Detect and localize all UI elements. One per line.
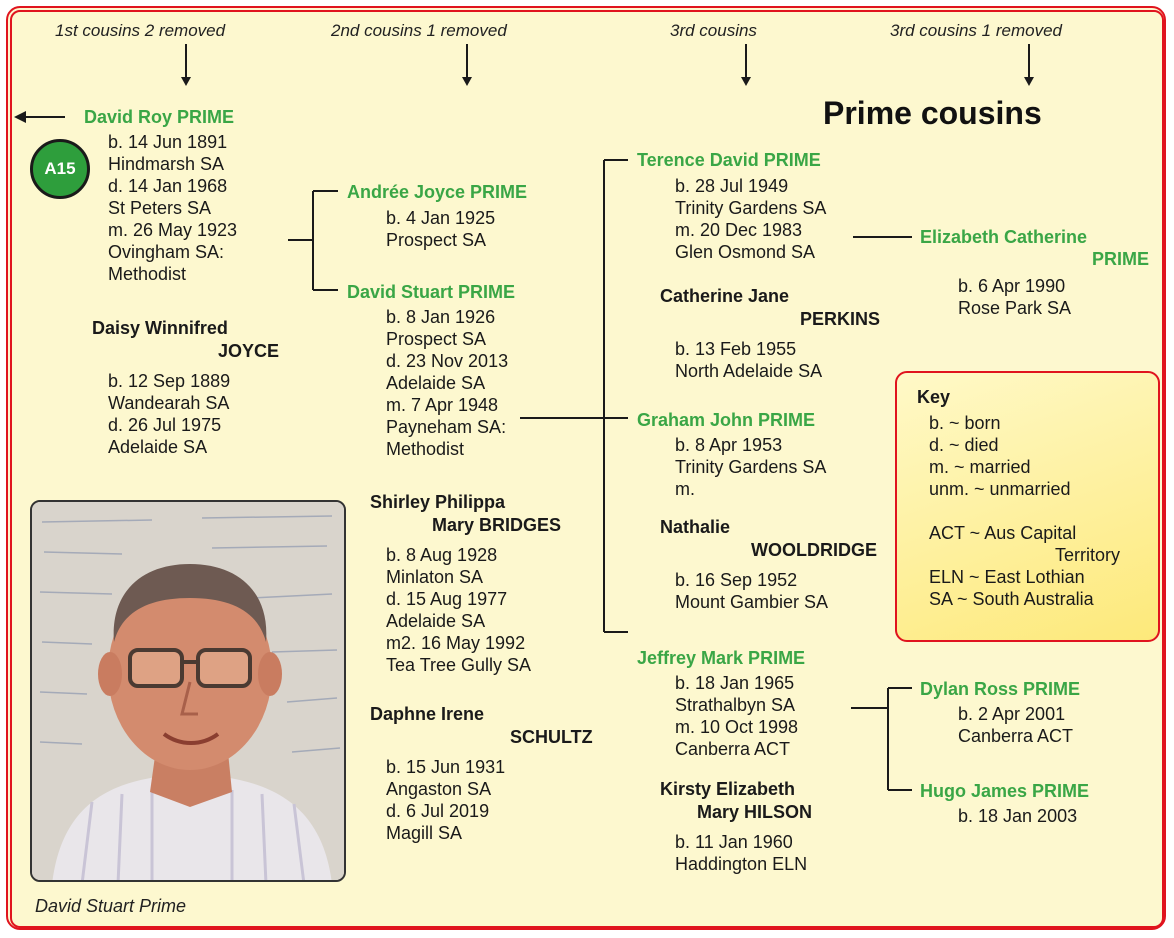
spouse-surname-kirsty: Mary HILSON xyxy=(697,802,813,822)
person-details-graham: b. 8 Apr 1953 Trinity Gardens SA m. xyxy=(675,435,827,499)
spouse-surname-shirley: Mary BRIDGES xyxy=(432,515,562,535)
person-details-david-stuart: b. 8 Jan 1926 Prospect SA d. 23 Nov 2013… xyxy=(386,307,509,459)
gen-heading-1: 1st cousins 2 removed xyxy=(55,21,226,40)
person-details-elizabeth: b. 6 Apr 1990 Rose Park SA xyxy=(958,276,1072,318)
person-details-jeffrey: b. 18 Jan 1965 Strathalbyn SA m. 10 Oct … xyxy=(675,673,799,759)
spouse-surname-nathalie: WOOLDRIDGE xyxy=(751,540,877,560)
person-details-andree: b. 4 Jan 1925 Prospect SA xyxy=(386,208,496,250)
gen-arrowhead-1 xyxy=(181,77,191,86)
person-name-andree: Andrée Joyce PRIME xyxy=(347,182,528,202)
back-arrowhead xyxy=(14,111,26,123)
person-details-dylan: b. 2 Apr 2001 Canberra ACT xyxy=(958,704,1074,746)
spouse-details-daphne: b. 15 Jun 1931 Angaston SA d. 6 Jul 2019… xyxy=(386,757,506,843)
key-line: ELN ~ East Lothian xyxy=(929,567,1085,587)
key-line: m. ~ married xyxy=(929,457,1031,477)
spouse-details-shirley: b. 8 Aug 1928 Minlaton SA d. 15 Aug 1977… xyxy=(386,545,532,675)
reference-badge: A15 xyxy=(30,139,90,199)
person-details-david-roy: b. 14 Jun 1891 Hindmarsh SA d. 14 Jan 19… xyxy=(108,132,238,284)
spouse-surname-daisy: JOYCE xyxy=(218,341,280,361)
person-name-jeffrey: Jeffrey Mark PRIME xyxy=(637,648,806,668)
spouse-name-daphne: Daphne Irene xyxy=(370,704,485,724)
person-name-david-stuart: David Stuart PRIME xyxy=(347,282,516,302)
key-line: Territory xyxy=(1055,545,1121,565)
spouse-name-nathalie: Nathalie xyxy=(660,517,731,537)
person-details-terence: b. 28 Jul 1949 Trinity Gardens SA m. 20 … xyxy=(675,176,827,262)
person-name-hugo: Hugo James PRIME xyxy=(920,781,1090,801)
person-name-terence: Terence David PRIME xyxy=(637,150,821,170)
person-name-graham: Graham John PRIME xyxy=(637,410,816,430)
key-box: Key b. ~ born d. ~ died m. ~ married unm… xyxy=(895,371,1160,642)
person-details-hugo: b. 18 Jan 2003 xyxy=(958,806,1078,826)
gen-arrowhead-3 xyxy=(741,77,751,86)
person-surname-elizabeth: PRIME xyxy=(1092,249,1150,269)
person-name-david-roy: David Roy PRIME xyxy=(84,107,235,127)
spouse-details-catherine: b. 13 Feb 1955 North Adelaide SA xyxy=(675,339,823,381)
person-name-elizabeth: Elizabeth Catherine xyxy=(920,227,1088,247)
chart-title: Prime cousins xyxy=(823,95,1042,131)
spouse-details-kirsty: b. 11 Jan 1960 Haddington ELN xyxy=(675,832,808,874)
spouse-details-nathalie: b. 16 Sep 1952 Mount Gambier SA xyxy=(675,570,829,612)
person-name-dylan: Dylan Ross PRIME xyxy=(920,679,1081,699)
key-line: SA ~ South Australia xyxy=(929,589,1094,609)
spouse-surname-daphne: SCHULTZ xyxy=(510,727,593,747)
spouse-name-kirsty: Kirsty Elizabeth xyxy=(660,779,796,799)
key-line: d. ~ died xyxy=(929,435,999,455)
spouse-name-shirley: Shirley Philippa xyxy=(370,492,506,512)
spouse-surname-catherine: PERKINS xyxy=(800,309,881,329)
key-line: ACT ~ Aus Capital xyxy=(929,523,1077,543)
gen-heading-4: 3rd cousins 1 removed xyxy=(890,21,1062,40)
spouse-name-catherine: Catherine Jane xyxy=(660,286,790,306)
spouse-details-daisy: b. 12 Sep 1889 Wandearah SA d. 26 Jul 19… xyxy=(108,371,231,457)
gen-heading-2: 2nd cousins 1 removed xyxy=(331,21,507,40)
key-line: unm. ~ unmarried xyxy=(929,479,1071,499)
key-line: b. ~ born xyxy=(929,413,1001,433)
photo-caption: David Stuart Prime xyxy=(35,896,187,916)
gen-arrowhead-2 xyxy=(462,77,472,86)
gen-heading-3: 3rd cousins xyxy=(670,21,757,40)
gen-arrowhead-4 xyxy=(1024,77,1034,86)
key-title: Key xyxy=(917,387,951,407)
portrait-photo xyxy=(30,500,346,882)
portrait-illustration xyxy=(32,502,344,880)
spouse-name-daisy: Daisy Winnifred xyxy=(92,318,228,338)
